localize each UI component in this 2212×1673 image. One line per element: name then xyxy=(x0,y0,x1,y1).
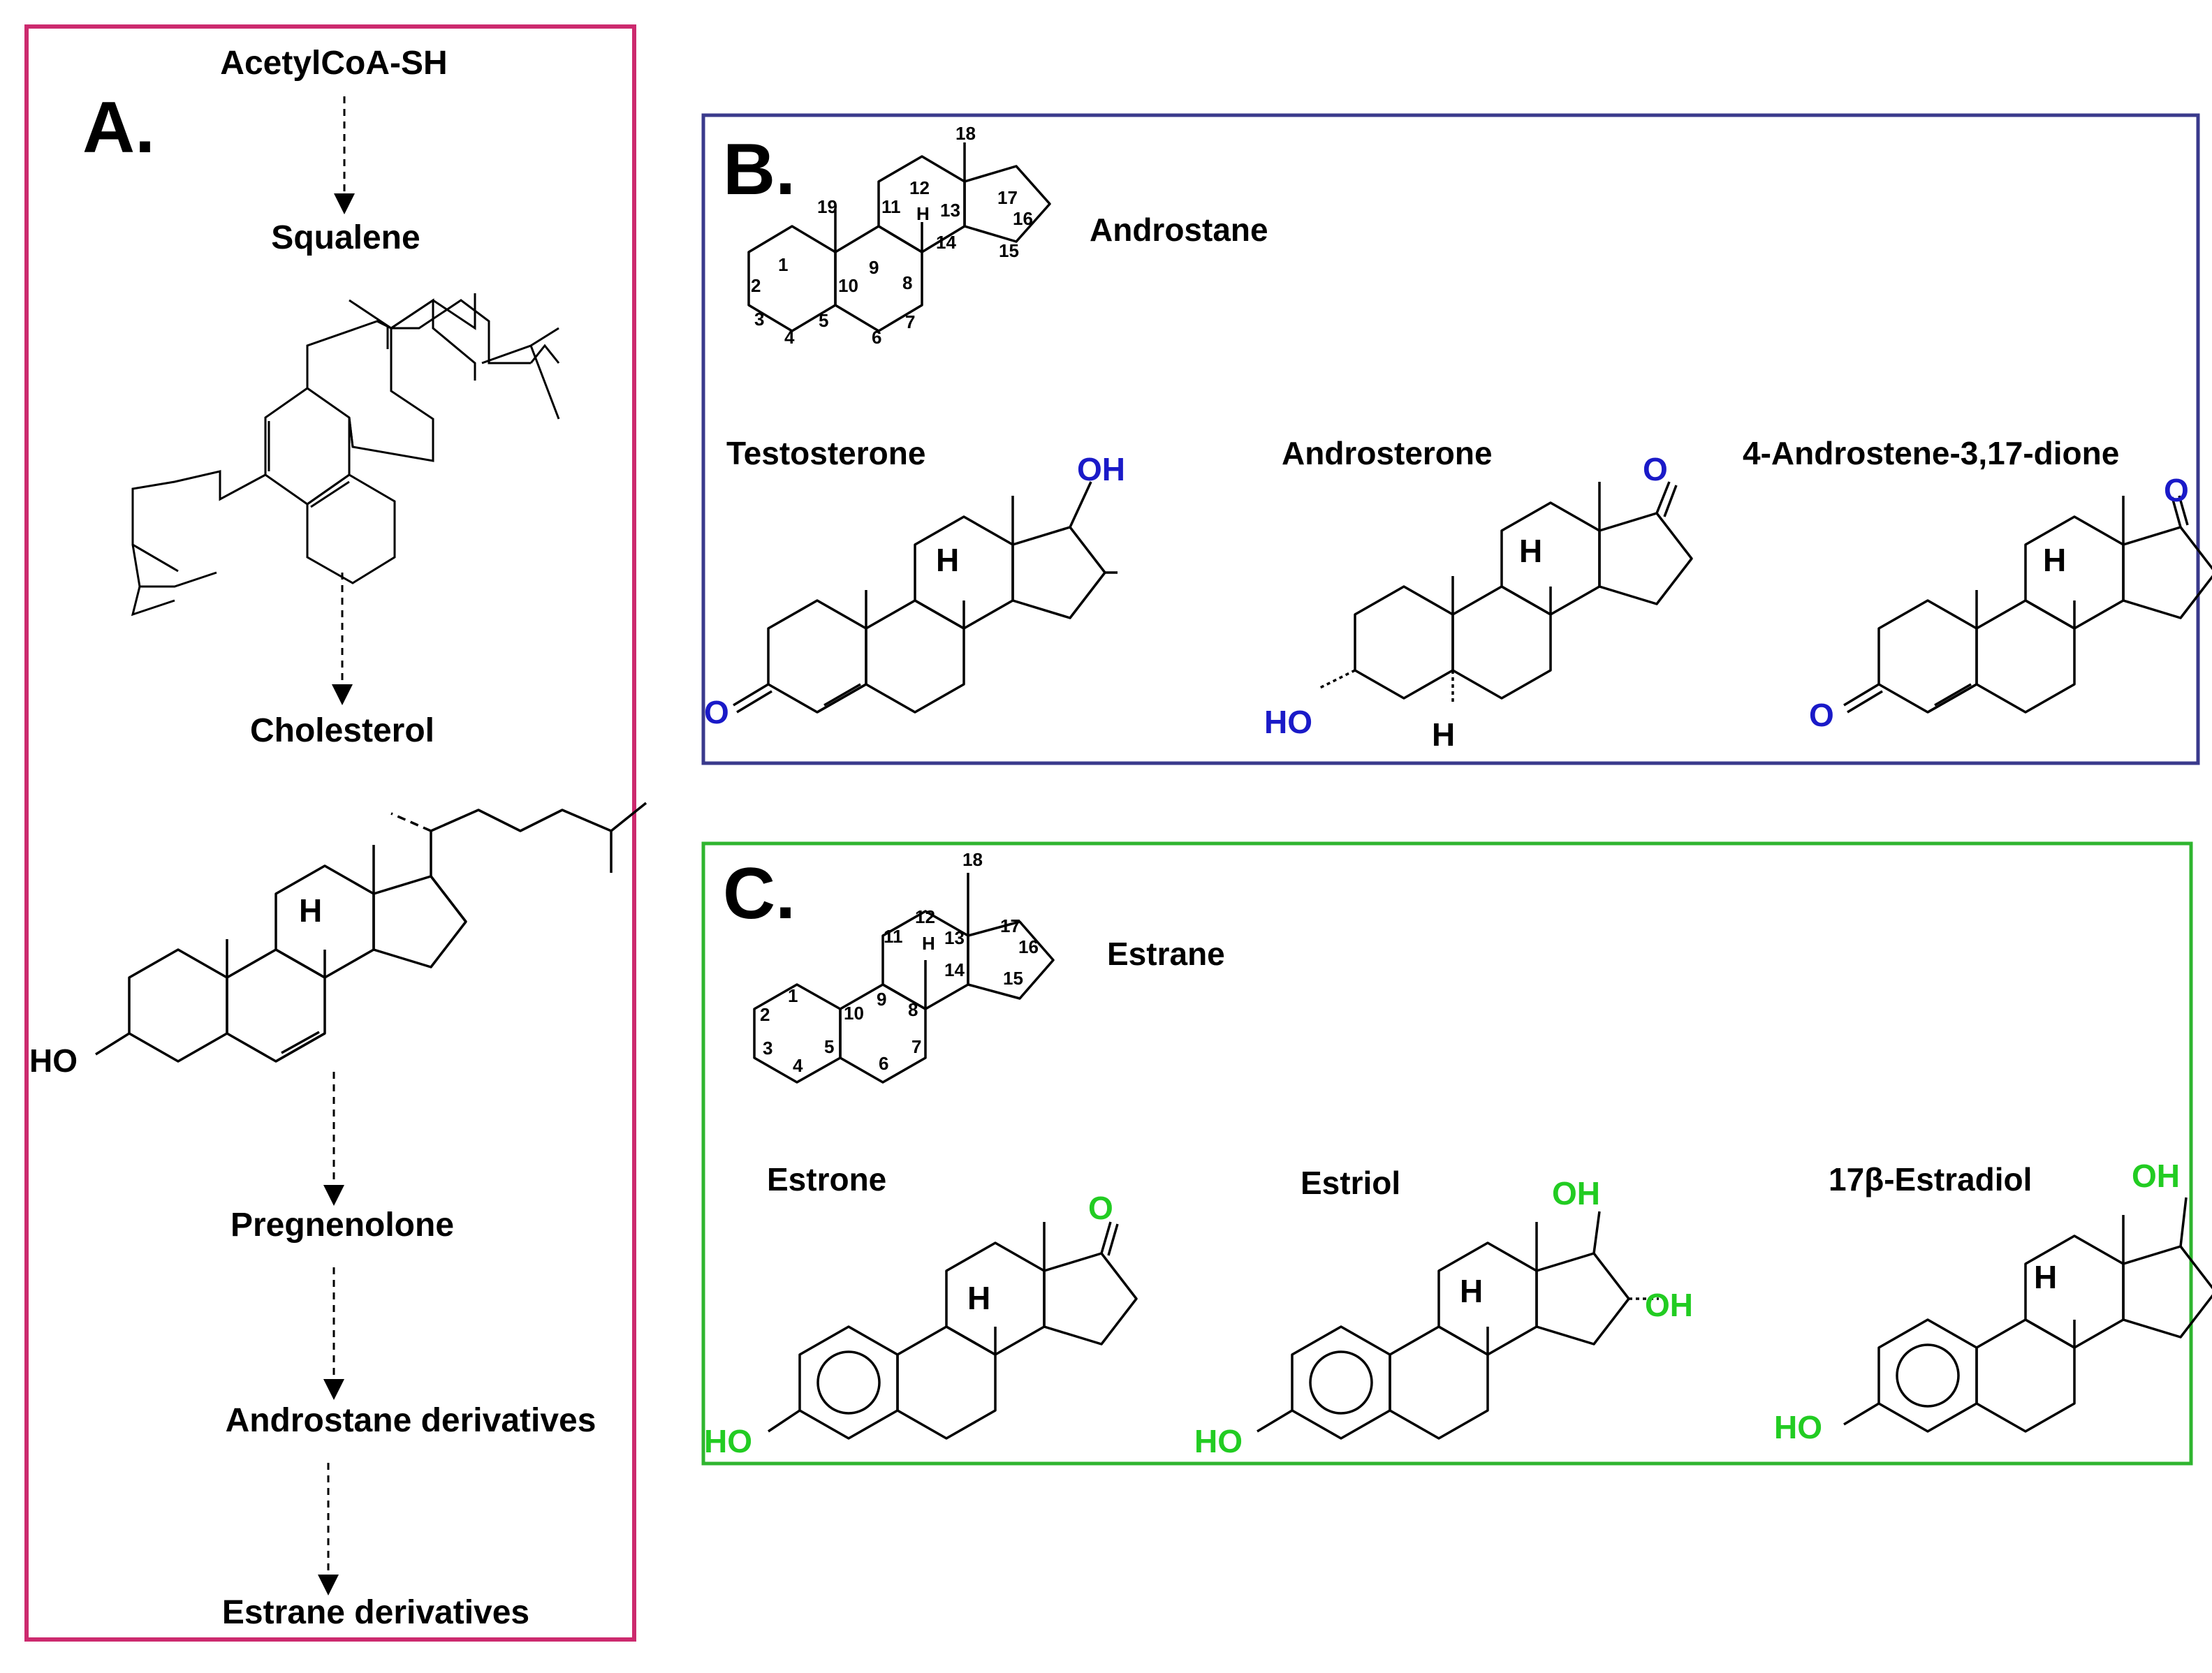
estradiol-name: 17β-Estradiol xyxy=(1829,1161,2032,1197)
androsterone-h-bottom: H xyxy=(1432,716,1455,753)
estriol-oh-16: OH xyxy=(1645,1287,1693,1323)
cholesterol-hydroxyl-label: HO xyxy=(29,1042,78,1079)
androstenedione-o-3: O xyxy=(1809,697,1834,733)
androstenedione-structure xyxy=(1843,494,2212,714)
svg-text:3: 3 xyxy=(754,309,764,330)
androsterone-h-top: H xyxy=(1519,533,1542,569)
svg-text:17: 17 xyxy=(997,187,1018,208)
panel-a-letter: A. xyxy=(82,87,155,168)
svg-text:11: 11 xyxy=(884,926,903,947)
squalene-structure xyxy=(131,293,560,617)
svg-text:13: 13 xyxy=(944,927,965,948)
estradiol-ho: HO xyxy=(1774,1409,1822,1445)
cholesterol-structure xyxy=(95,802,647,1063)
step-cholesterol: Cholesterol xyxy=(250,712,434,749)
estradiol-oh: OH xyxy=(2132,1158,2180,1194)
svg-text:4: 4 xyxy=(784,327,795,348)
svg-text:15: 15 xyxy=(999,240,1019,261)
androsterone-ho: HO xyxy=(1264,704,1312,740)
panel-b-letter: B. xyxy=(723,129,796,210)
svg-text:3: 3 xyxy=(763,1038,772,1059)
testosterone-name: Testosterone xyxy=(726,435,925,471)
androstenedione-name: 4-Androstene-3,17-dione xyxy=(1743,435,2119,471)
cholesterol-hydrogen-label: H xyxy=(299,892,322,929)
svg-text:19: 19 xyxy=(817,196,837,217)
svg-text:14: 14 xyxy=(936,232,956,253)
svg-text:18: 18 xyxy=(955,123,976,144)
panel-b-frame xyxy=(701,113,2200,765)
panel-c-letter: C. xyxy=(723,853,796,934)
androsterone-carbonyl xyxy=(1655,481,1671,514)
estriol-h: H xyxy=(1460,1273,1483,1309)
svg-text:14: 14 xyxy=(944,959,965,980)
pathway-arrows xyxy=(318,96,355,1595)
androsterone-structure xyxy=(1319,480,1693,705)
svg-text:16: 16 xyxy=(1013,208,1033,229)
svg-text:18: 18 xyxy=(962,849,983,870)
svg-text:10: 10 xyxy=(844,1003,864,1024)
svg-text:H: H xyxy=(922,933,935,954)
estrone-name: Estrone xyxy=(767,1161,886,1197)
step-acetylcoa: AcetylCoA-SH xyxy=(220,45,447,82)
svg-text:13: 13 xyxy=(940,200,960,221)
androsterone-o: O xyxy=(1643,451,1668,487)
estrone-o: O xyxy=(1088,1190,1113,1226)
svg-text:4: 4 xyxy=(793,1055,803,1076)
testosterone-h: H xyxy=(936,542,959,578)
svg-text:5: 5 xyxy=(824,1036,834,1057)
svg-text:12: 12 xyxy=(909,177,930,198)
svg-text:H: H xyxy=(916,203,930,224)
svg-text:1: 1 xyxy=(778,254,788,275)
estriol-structure xyxy=(1257,1211,1659,1440)
svg-text:6: 6 xyxy=(879,1053,888,1074)
estradiol-h: H xyxy=(2034,1259,2057,1295)
panel-a-frame xyxy=(24,24,636,1642)
estrone-ho: HO xyxy=(704,1423,752,1459)
svg-text:8: 8 xyxy=(908,999,918,1020)
step-pregnenolone: Pregnenolone xyxy=(230,1207,454,1244)
estrane-name: Estrane xyxy=(1107,936,1225,972)
svg-text:7: 7 xyxy=(905,311,915,332)
estradiol-structure xyxy=(1843,1197,2212,1433)
estrone-structure xyxy=(768,1221,1138,1440)
svg-text:17: 17 xyxy=(1000,915,1020,936)
step-squalene: Squalene xyxy=(271,219,420,256)
svg-text:5: 5 xyxy=(819,310,828,331)
androsterone-name: Androsterone xyxy=(1282,435,1493,471)
svg-text:2: 2 xyxy=(751,275,761,296)
svg-text:2: 2 xyxy=(760,1004,770,1025)
testosterone-oh: OH xyxy=(1077,451,1125,487)
svg-text:1: 1 xyxy=(788,985,798,1006)
androstane-name: Androstane xyxy=(1090,212,1268,248)
svg-text:15: 15 xyxy=(1003,968,1023,989)
androstenedione-h: H xyxy=(2043,542,2066,578)
androstane-numbering: 1 2 3 4 5 6 7 8 9 10 11 12 13 14 15 16 1… xyxy=(751,123,1033,348)
estrone-h: H xyxy=(967,1280,990,1316)
step-estrane-derivatives: Estrane derivatives xyxy=(222,1594,529,1631)
svg-text:12: 12 xyxy=(915,906,935,927)
svg-text:11: 11 xyxy=(881,196,901,217)
svg-text:7: 7 xyxy=(911,1036,921,1057)
testosterone-structure xyxy=(733,481,1118,714)
estriol-oh-17: OH xyxy=(1552,1175,1600,1211)
panel-c-frame xyxy=(701,841,2193,1466)
step-androstane-derivatives: Androstane derivatives xyxy=(226,1402,596,1439)
estriol-ho: HO xyxy=(1194,1423,1243,1459)
svg-text:6: 6 xyxy=(872,327,881,348)
estrane-numbering: 1 2 3 4 5 6 7 8 9 10 11 12 13 14 15 16 1… xyxy=(760,849,1039,1076)
svg-text:9: 9 xyxy=(877,989,886,1010)
svg-text:10: 10 xyxy=(838,275,858,296)
svg-text:8: 8 xyxy=(902,272,912,293)
estriol-name: Estriol xyxy=(1301,1165,1400,1201)
testosterone-o: O xyxy=(704,694,729,730)
androstenedione-o-17: O xyxy=(2164,472,2189,508)
svg-text:9: 9 xyxy=(869,257,879,278)
svg-text:16: 16 xyxy=(1018,936,1039,957)
